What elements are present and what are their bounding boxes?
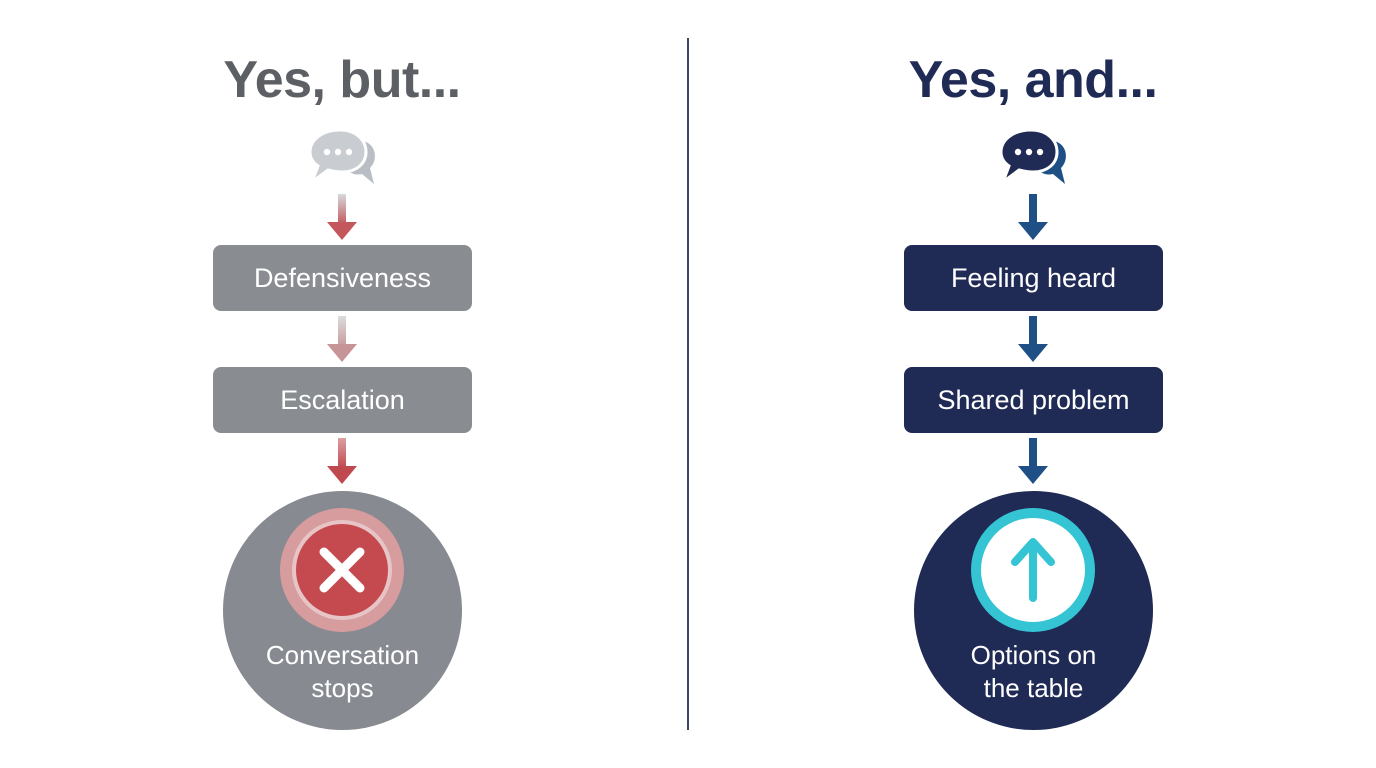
up-arrow-icon <box>969 506 1097 634</box>
flow-arrow-down-icon <box>1015 194 1051 242</box>
step-escalation: Escalation <box>213 367 472 433</box>
speech-bubbles-icon <box>995 126 1071 192</box>
result-label: Conversation stops <box>265 640 420 703</box>
yes-and-column: Yes, and... Feeling heard Shared problem <box>783 0 1283 768</box>
flow-arrow-down-icon <box>324 316 360 364</box>
step-defensiveness: Defensiveness <box>213 245 472 311</box>
result-options-on-table: Options on the table <box>914 491 1153 730</box>
speech-bubbles-icon <box>304 126 380 192</box>
flow-arrow-down-icon <box>324 194 360 242</box>
flow-arrow-down-icon <box>1015 316 1051 364</box>
yes-but-title: Yes, but... <box>223 51 461 109</box>
result-conversation-stops: Conversation stops <box>223 491 462 730</box>
flow-arrow-down-icon <box>1015 438 1051 486</box>
result-label: Options on the table <box>970 640 1097 703</box>
step-feeling-heard: Feeling heard <box>904 245 1163 311</box>
flow-arrow-down-icon <box>324 438 360 486</box>
x-mark-icon <box>278 506 406 634</box>
column-divider <box>687 38 689 730</box>
step-shared-problem: Shared problem <box>904 367 1163 433</box>
yes-and-title: Yes, and... <box>908 51 1158 109</box>
yes-but-column: Yes, but... Defensiveness <box>92 0 592 768</box>
